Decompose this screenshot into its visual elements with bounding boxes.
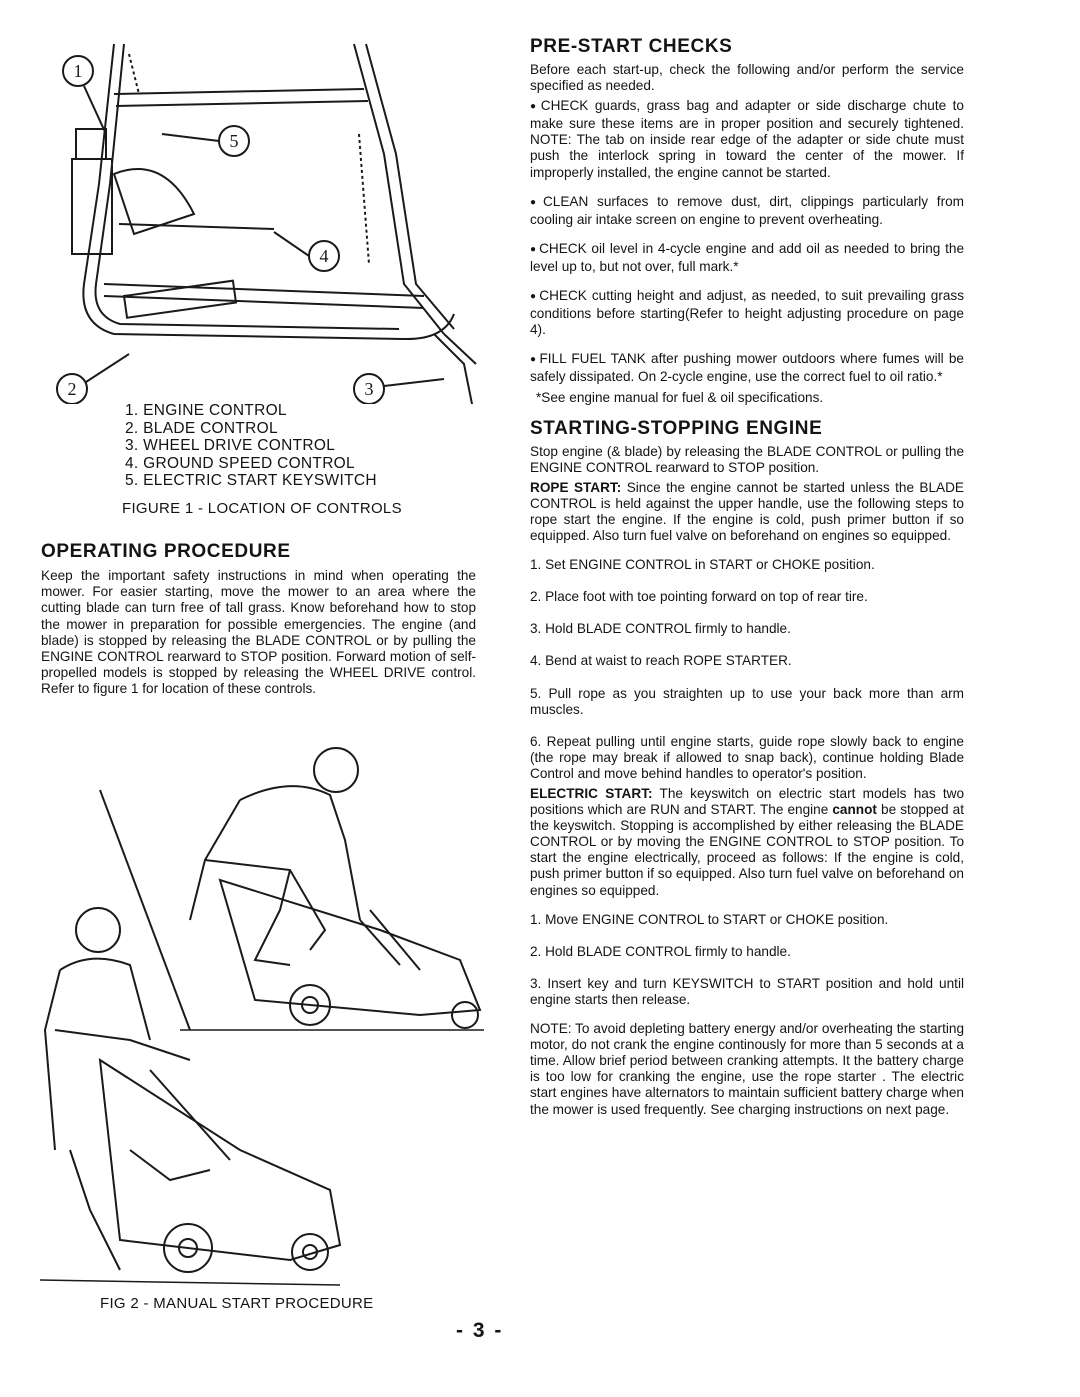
rope-start-paragraph: ROPE START: Since the engine cannot be s… (530, 480, 964, 544)
pre-start-check-oil: CHECK oil level in 4-cycle engine and ad… (530, 241, 964, 275)
bullet-text: CHECK guards, grass bag and adapter or s… (530, 98, 964, 180)
operating-procedure-text: Keep the important safety instructions i… (41, 568, 476, 697)
callout-5: 5 (230, 131, 239, 151)
fuel-oil-footnote: *See engine manual for fuel & oil specif… (536, 389, 824, 405)
legend-item-engine-control: 1. ENGINE CONTROL (125, 402, 287, 419)
bullet-icon (530, 98, 541, 113)
electric-step-3: 3. Insert key and turn KEYSWITCH to STAR… (530, 975, 964, 1007)
rope-step-4: 4. Bend at waist to reach ROPE STARTER. (530, 653, 792, 669)
pre-start-fill-fuel: FILL FUEL TANK after pushing mower outdo… (530, 351, 964, 385)
pre-start-cutting-height: CHECK cutting height and adjust, as need… (530, 288, 964, 338)
electric-start-label: ELECTRIC START: (530, 786, 653, 801)
rope-step-2: 2. Place foot with toe pointing forward … (530, 589, 868, 605)
bullet-text: CLEAN surfaces to remove dust, dirt, cli… (530, 193, 964, 227)
legend-item-keyswitch: 5. ELECTRIC START KEYSWITCH (125, 472, 377, 490)
bullet-text: CHECK oil level in 4-cycle engine and ad… (530, 240, 965, 274)
rope-step-6: 6. Repeat pulling until engine starts, g… (530, 733, 964, 781)
figure-1-caption: FIGURE 1 - LOCATION OF CONTROLS (122, 500, 402, 517)
starting-intro: Stop engine (& blade) by releasing the B… (530, 443, 964, 475)
electric-start-cannot: cannot (832, 802, 877, 818)
bullet-icon (530, 194, 543, 209)
right-column: PRE-START CHECKS Before each start-up, c… (530, 36, 964, 1131)
figure-1-controls-illustration: 1 5 4 2 3 (56, 43, 477, 404)
bullet-icon (530, 241, 539, 256)
rope-step-1: 1. Set ENGINE CONTROL in START or CHOKE … (530, 557, 875, 573)
pre-start-checks-heading: PRE-START CHECKS (530, 36, 733, 57)
callout-3: 3 (365, 379, 374, 399)
battery-note: NOTE: To avoid depleting battery energy … (530, 1021, 964, 1117)
figure-2-manual-start-illustration (40, 747, 484, 1286)
pre-start-clean-surfaces: CLEAN surfaces to remove dust, dirt, cli… (530, 194, 964, 228)
figure-1-legend: 1. ENGINE CONTROL 2. BLADE CONTROL 3. WH… (125, 402, 377, 490)
electric-step-1: 1. Move ENGINE CONTROL to START or CHOKE… (530, 911, 889, 927)
electric-step-2: 2. Hold BLADE CONTROL firmly to handle. (530, 943, 791, 959)
figure-2-caption: FIG 2 - MANUAL START PROCEDURE (100, 1295, 374, 1312)
legend-item-blade-control: 2. BLADE CONTROL (125, 419, 278, 437)
bullet-icon (530, 288, 539, 303)
pre-start-check-guards: CHECK guards, grass bag and adapter or s… (530, 98, 964, 180)
starting-stopping-heading: STARTING-STOPPING ENGINE (530, 417, 823, 439)
rope-step-3: 3. Hold BLADE CONTROL firmly to handle. (530, 621, 791, 637)
callout-4: 4 (320, 246, 329, 266)
electric-start-text-1: The keyswitch on electric start models h… (530, 786, 965, 818)
operating-procedure-heading: OPERATING PROCEDURE (41, 541, 291, 562)
pre-start-intro: Before each start-up, check the followin… (530, 62, 964, 94)
bullet-text: CHECK cutting height and adjust, as need… (530, 288, 964, 338)
electric-start-text-2: be stopped at the keyswitch. Stopping is… (530, 802, 964, 898)
page-number: - 3 - (456, 1319, 504, 1342)
callout-2: 2 (68, 379, 77, 399)
bullet-text: FILL FUEL TANK after pushing mower outdo… (530, 351, 964, 385)
callout-1: 1 (74, 61, 83, 81)
rope-start-label: ROPE START: (530, 479, 622, 495)
rope-step-5: 5. Pull rope as you straighten up to use… (530, 685, 964, 717)
legend-item-wheel-drive-control: 3. WHEEL DRIVE CONTROL (125, 437, 336, 455)
rope-start-text: Since the engine cannot be started unles… (530, 479, 964, 544)
legend-item-ground-speed-control: 4. GROUND SPEED CONTROL (125, 454, 355, 472)
electric-start-paragraph: ELECTRIC START: The keyswitch on electri… (530, 786, 964, 899)
